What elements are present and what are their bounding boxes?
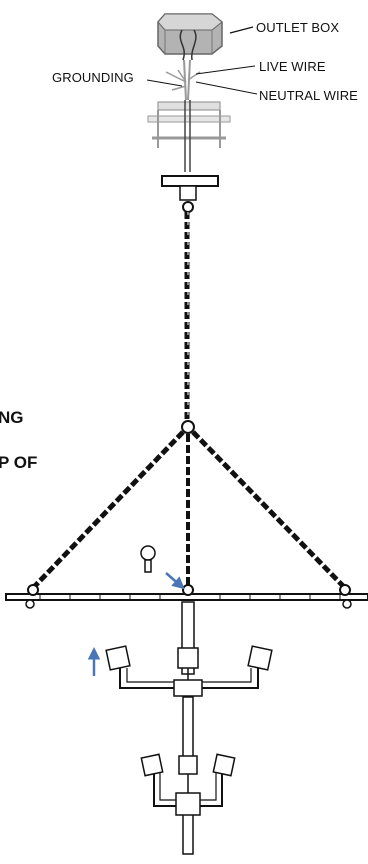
mounting-bracket [147,100,231,172]
neutral-wire-label: NEUTRAL WIRE [259,88,358,103]
thumb-screw-icon [140,545,156,573]
side-text-line-1: NG [0,408,24,427]
arm-chains [31,430,347,590]
neutral-wire-leader [195,81,258,95]
live-wire-leader [195,65,256,75]
lower-light-tier [140,753,236,816]
upper-light-tier [105,645,273,697]
arrow-down-right-icon [165,572,185,590]
central-chain [184,212,190,420]
hub-ring [181,420,195,434]
side-text-line-2: P OF [0,453,38,472]
grounding-label: GROUNDING [52,70,134,85]
outlet-box [157,13,223,61]
center-stem [181,601,195,855]
grounding-leader [146,79,183,87]
outlet-box-leader [229,26,254,34]
outlet-box-label: OUTLET BOX [256,20,340,35]
wire-bundle [165,59,201,101]
live-wire-label: LIVE WIRE [259,59,326,74]
ring-frame [5,584,368,609]
canopy [161,175,219,213]
